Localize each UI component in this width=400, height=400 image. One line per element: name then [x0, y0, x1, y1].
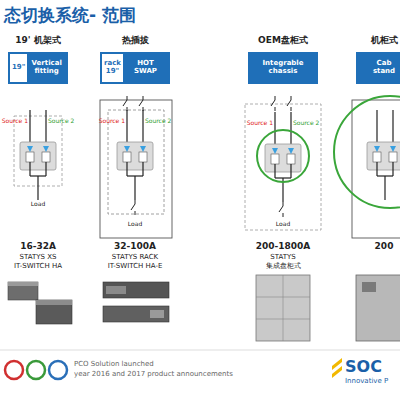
product-name: STATYS RACK	[112, 254, 158, 262]
breaker-symbol	[279, 202, 283, 217]
current-rating: 200	[375, 242, 394, 252]
breaker-symbol	[271, 96, 275, 111]
column-heading: OEM盘柜式	[258, 36, 308, 46]
badge-panel: 19"	[10, 54, 27, 82]
highlight-circle	[257, 130, 309, 182]
product-name: 集成盘柜式	[266, 263, 301, 271]
switch-symbol	[367, 110, 400, 200]
breaker-symbol	[123, 96, 127, 111]
enclosure-outline	[352, 100, 400, 238]
slide-title: 态切换系统- 范围	[4, 4, 136, 27]
badge-text: 19"	[106, 68, 119, 76]
breaker-symbol	[131, 200, 135, 215]
badge-text: Vertical fitting	[29, 60, 64, 75]
certificate-badge	[27, 361, 45, 379]
badge-text: Integrable chassis	[252, 60, 314, 75]
load-label: Load	[31, 201, 45, 208]
source-label: Source 2	[293, 120, 319, 127]
source-label: Source 1	[99, 118, 125, 125]
breaker-symbol	[287, 96, 291, 111]
feature-badge: rack19"HOT SWAP	[100, 52, 170, 84]
feature-badge: Integrable chassis	[248, 52, 318, 84]
load-label: Load	[128, 221, 142, 228]
breaker-symbol	[139, 96, 143, 111]
current-rating: 16-32A	[20, 242, 56, 252]
source-label: Source 1	[2, 118, 28, 125]
company-logo: SOC	[345, 358, 382, 376]
badge-panel: Integrable chassis	[250, 54, 316, 82]
column-heading: 机柜式	[371, 36, 398, 46]
product-photo	[103, 282, 169, 322]
product-photo	[8, 282, 72, 324]
enclosure-outline	[108, 110, 164, 214]
certificate-badge	[49, 361, 67, 379]
feature-badge: 19" Vertical fitting	[8, 52, 68, 84]
company-tagline: Innovative P	[345, 378, 388, 386]
footer-rule	[0, 350, 400, 351]
feature-badge: Cabstand	[356, 52, 400, 84]
product-name: STATYS XS	[20, 254, 57, 262]
product-name: IT-SWITCH HA	[14, 263, 62, 271]
column-heading: 19' 机架式	[15, 36, 60, 46]
highlight-circle	[334, 96, 400, 208]
footer-note: PCO Solution launched	[74, 361, 154, 369]
logo-mark	[332, 358, 342, 378]
source-label: Source 2	[145, 118, 171, 125]
product-name: IT-SWITCH HA-E	[108, 263, 163, 271]
badge-text: 19"	[12, 64, 25, 72]
badge-text: stand	[373, 68, 395, 76]
product-photo	[356, 275, 400, 341]
footer-note: year 2016 and 2017 product announcements	[74, 371, 233, 379]
load-label: Load	[276, 221, 290, 228]
badge-panel: Cabstand	[358, 54, 400, 82]
current-rating: 32-100A	[114, 242, 156, 252]
enclosure-outline	[245, 104, 321, 230]
column-heading: 热插拔	[122, 36, 149, 46]
product-name: STATYS	[270, 254, 295, 262]
source-label: Source 1	[247, 120, 273, 127]
badge-text: Cab	[377, 60, 392, 68]
badge-text: rack	[104, 60, 121, 68]
source-label: Source 2	[48, 118, 74, 125]
product-photo	[256, 275, 310, 341]
badge-text: HOT SWAP	[125, 60, 166, 75]
badge-panel: rack19"	[102, 54, 123, 82]
current-rating: 200-1800A	[256, 242, 311, 252]
badge-panel: Vertical fitting	[27, 54, 66, 82]
badge-panel: HOT SWAP	[123, 54, 168, 82]
certificate-badge	[5, 361, 23, 379]
